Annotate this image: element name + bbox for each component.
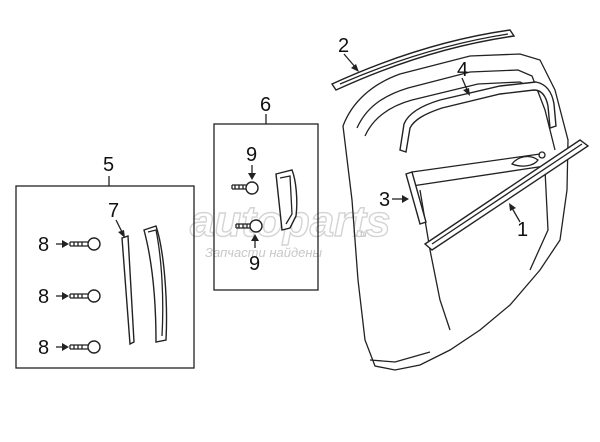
callout-2: 2: [338, 35, 349, 57]
group-box-5: [15, 185, 195, 369]
callout-4: 4: [457, 59, 468, 81]
part-2-roof-molding: [330, 29, 516, 91]
part-pillar-cover: [143, 225, 168, 343]
bolt-8-top: [69, 237, 101, 251]
bolt-9-lower: [235, 219, 263, 233]
callout-9-upper: 9: [246, 144, 257, 166]
callout-6: 6: [260, 94, 271, 116]
callout-3: 3: [379, 189, 390, 211]
callout-7: 7: [108, 200, 119, 222]
callout-9-lower: 9: [249, 253, 260, 275]
part-7-pillar-strip: [121, 235, 135, 346]
callout-5: 5: [103, 154, 114, 176]
watermark-subtitle: Запчасти найдены: [205, 245, 323, 260]
callout-8-top: 8: [38, 234, 49, 256]
bolt-8-middle: [69, 289, 101, 303]
callout-1: 1: [517, 219, 528, 241]
part-6-pillar-applique: [275, 169, 298, 231]
part-4-window-molding: [399, 81, 557, 153]
part-3-applique: [405, 171, 427, 225]
callout-8-middle: 8: [38, 286, 49, 308]
part-1-belt-molding: [423, 139, 590, 251]
callout-8-bottom: 8: [38, 337, 49, 359]
door-outline: [342, 53, 569, 371]
leader-lines: [56, 53, 521, 351]
bolt-8-bottom: [69, 340, 101, 354]
bolt-9-upper: [231, 181, 259, 195]
watermark-domain: .ru: [352, 225, 367, 240]
